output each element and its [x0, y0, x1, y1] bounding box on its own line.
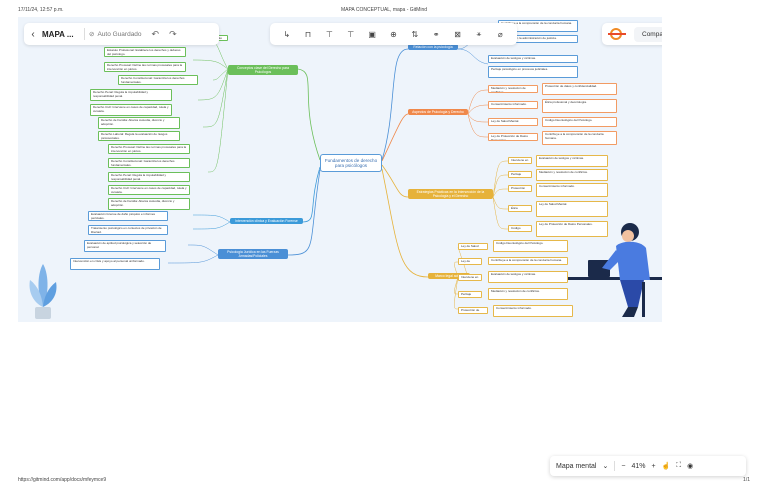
zoom-out-icon[interactable]: − [621, 462, 626, 470]
note-left[interactable]: Derecho de Familia: Abarca custodia, div… [108, 198, 190, 210]
format-icon[interactable]: ⌀ [497, 29, 503, 39]
note-right[interactable]: Peritaje psicológico en procesos judicia… [488, 66, 578, 78]
note-left[interactable]: Derecho Constitucional: Garantiza los de… [118, 75, 198, 85]
note-left[interactable]: Evaluación forense de daño psíquico e in… [88, 211, 168, 221]
plant-illustration [29, 264, 57, 319]
note-left[interactable]: Estatuto Profesional: Establece los dere… [104, 47, 186, 57]
branch-estrategias-practicas[interactable]: Estrategias Prácticas en la Intersección… [408, 189, 493, 199]
note-right[interactable]: Código Deontológico del Psicólogo. [542, 117, 617, 127]
save-status: ⊘ Auto Guardado [89, 30, 142, 39]
note-left[interactable]: Derecho Constitucional: Garantiza los de… [108, 158, 190, 168]
relation-icon[interactable]: ⚭ [432, 29, 440, 39]
note-right[interactable]: Consentimiento informado. [536, 183, 608, 197]
note-right[interactable]: Mediación y resolución de conflictos. [488, 288, 568, 300]
note-right[interactable]: Interviene en la administración de justi… [458, 274, 482, 281]
add-icon[interactable]: ⊕ [390, 29, 397, 39]
chevron-left-icon[interactable]: ‹ [31, 28, 35, 40]
note-left[interactable]: Derecho Procesal: Define las normas proc… [108, 144, 190, 154]
print-doc-title: MAPA CONCEPTUAL, mapa - GitMind [340, 7, 428, 13]
note-right[interactable]: Mediación y resolución de conflictos. [536, 169, 608, 181]
branch-intervencion-clinica[interactable]: Intervención clínica y Evaluación Forens… [230, 218, 303, 224]
person-laptop-illustration [568, 223, 662, 317]
note-right[interactable]: Contribuye a la comprensión de la conduc… [542, 131, 617, 145]
note-left[interactable]: Derecho Civil: Interviene en casos de ca… [108, 185, 190, 195]
print-footer: https://gitmind.com/app/docs/mfeymce9 1/… [18, 477, 750, 487]
zoom-level: 41% [631, 462, 646, 470]
note-left[interactable]: Intervención en crisis y apoyo al person… [70, 258, 160, 270]
note-right[interactable]: Ley de Salud Mental. [458, 243, 488, 250]
note-right[interactable]: Evaluación de testigos y víctimas. [488, 271, 568, 283]
top-right-toolbar: Compartir ⇪ ··· [602, 23, 662, 45]
view-icon[interactable]: ◉ [687, 463, 694, 470]
note-left[interactable]: Evaluación de aptitud psicológica y sele… [84, 240, 166, 252]
branch-conceptos-clave[interactable]: Conceptos clave del Derecho para Psicólo… [228, 65, 298, 75]
print-page-number: 1/1 [743, 477, 750, 483]
note-right[interactable]: Consentimiento informado. [488, 101, 538, 109]
top-left-toolbar: ‹ MAPA ... ⊘ Auto Guardado ↶ ↷ [24, 23, 219, 45]
zoom-in-icon[interactable]: + [651, 462, 656, 470]
note-left[interactable]: Derecho Laboral: Regula la evaluación de… [98, 131, 180, 141]
central-topic[interactable]: Fundamentos de derecho para psicólogos [320, 154, 382, 172]
redo-icon[interactable]: ↷ [169, 28, 177, 39]
branch-relacion-psicologia[interactable]: Relación con la psicología [408, 44, 458, 50]
print-header: 17/11/24, 12:57 p.m. MAPA CONCEPTUAL, ma… [18, 7, 750, 17]
chevron-down-icon[interactable]: ⌄ [602, 463, 609, 470]
note-right[interactable]: Protección de datos y confidencialidad. [458, 307, 488, 314]
note-right[interactable]: Código Deontológico del Psicólogo. [508, 225, 532, 232]
ai-icon[interactable]: ⚹ [476, 29, 482, 38]
insert-parent-icon[interactable]: ⊤ [325, 29, 333, 39]
note-left[interactable]: Tratamiento psicológico en contextos de … [88, 225, 168, 235]
view-mode-select[interactable]: Mapa mental [556, 462, 597, 470]
layout-icon[interactable]: ⇅ [411, 29, 419, 39]
note-right[interactable]: Evaluación de testigos y víctimas. [488, 55, 578, 63]
note-right[interactable]: Peritaje psicológico en procesos judicia… [458, 291, 482, 298]
note-right[interactable]: Mediación y resolución de conflictos. [488, 85, 538, 93]
toolbar-divider [84, 28, 85, 40]
note-right[interactable]: Evaluación de testigos y víctimas. [536, 155, 608, 167]
boundary-icon[interactable]: ▣ [368, 29, 376, 39]
document-title[interactable]: MAPA ... [42, 29, 74, 39]
save-status-label: Auto Guardado [97, 30, 142, 38]
print-url: https://gitmind.com/app/docs/mfeymce9 [18, 477, 107, 483]
print-datetime: 17/11/24, 12:57 p.m. [18, 7, 64, 13]
note-right[interactable]: Ley de Salud Mental. [488, 118, 538, 126]
branch-marco-legal[interactable]: Marco legal actual [428, 273, 470, 279]
fit-screen-icon[interactable]: ⛶ [676, 462, 682, 469]
note-right[interactable]: Interviene en la administración de justi… [508, 157, 532, 164]
note-right[interactable]: Ley de Protección de Datos Personales. [458, 258, 482, 265]
note-right[interactable]: Ética profesional y deontología. [542, 99, 617, 113]
note-left[interactable]: Derecho Procesal: Define las normas proc… [104, 62, 186, 72]
note-left[interactable]: Derecho de Familia: Abarca custodia, div… [98, 117, 180, 129]
note-right[interactable]: Contribuye a la comprensión de la conduc… [488, 257, 568, 265]
check-circle-icon: ⊘ [89, 31, 95, 38]
undo-icon[interactable]: ↶ [151, 28, 160, 39]
note-right[interactable]: Consentimiento informado. [493, 305, 573, 317]
insert-child-icon[interactable]: ↳ [283, 29, 291, 39]
note-right[interactable]: Ética profesional y deontología. [508, 205, 532, 212]
share-button[interactable]: Compartir [634, 26, 662, 42]
zoom-bar: Mapa mental ⌄ − 41% + ☝ ⛶ ◉ [550, 456, 746, 476]
note-right[interactable]: Ley de Salud Mental. [536, 201, 608, 217]
note-left[interactable]: Derecho Civil: Interviene en casos de ca… [90, 104, 172, 116]
branch-aspectos-psicologia-derecho[interactable]: Aspectos de Psicología y Derecho [408, 109, 468, 115]
brand-logo-icon[interactable] [608, 28, 626, 40]
note-left[interactable]: Derecho Penal: Regula la imputabilidad y… [108, 172, 190, 182]
image-icon[interactable]: ⊠ [454, 29, 461, 39]
summary-icon[interactable]: ⊤ [347, 29, 355, 39]
note-right[interactable]: Protección de datos y confidencialidad. [508, 185, 532, 192]
pan-icon[interactable]: ☝ [661, 463, 671, 470]
note-right[interactable]: Peritaje psicológico en procesos judicia… [508, 171, 532, 178]
zoom-divider [614, 461, 616, 471]
edit-toolbar: ↳ ⊓ ⊤ ⊤ ▣ ⊕ ⇅ ⚭ ⊠ ⚹ ⌀ [270, 23, 517, 45]
note-left[interactable]: Derecho Penal: Regula la imputabilidad y… [90, 89, 172, 101]
note-right[interactable]: Ley de Protección de Datos Personales. [488, 133, 538, 141]
note-right[interactable]: Ley de Protección de Datos Personales. [536, 221, 608, 237]
branch-psicologia-juridica[interactable]: Psicología Jurídica en las Fuerzas Armad… [218, 249, 288, 259]
mindmap-canvas[interactable]: Fundamentos de derecho para psicólogos R… [18, 17, 662, 322]
insert-sibling-icon[interactable]: ⊓ [304, 29, 312, 39]
note-right[interactable]: Protección de datos y confidencialidad. [542, 83, 617, 95]
mindmap-connectors [167, 24, 509, 310]
note-right[interactable]: Código Deontológico del Psicólogo. [493, 240, 568, 252]
